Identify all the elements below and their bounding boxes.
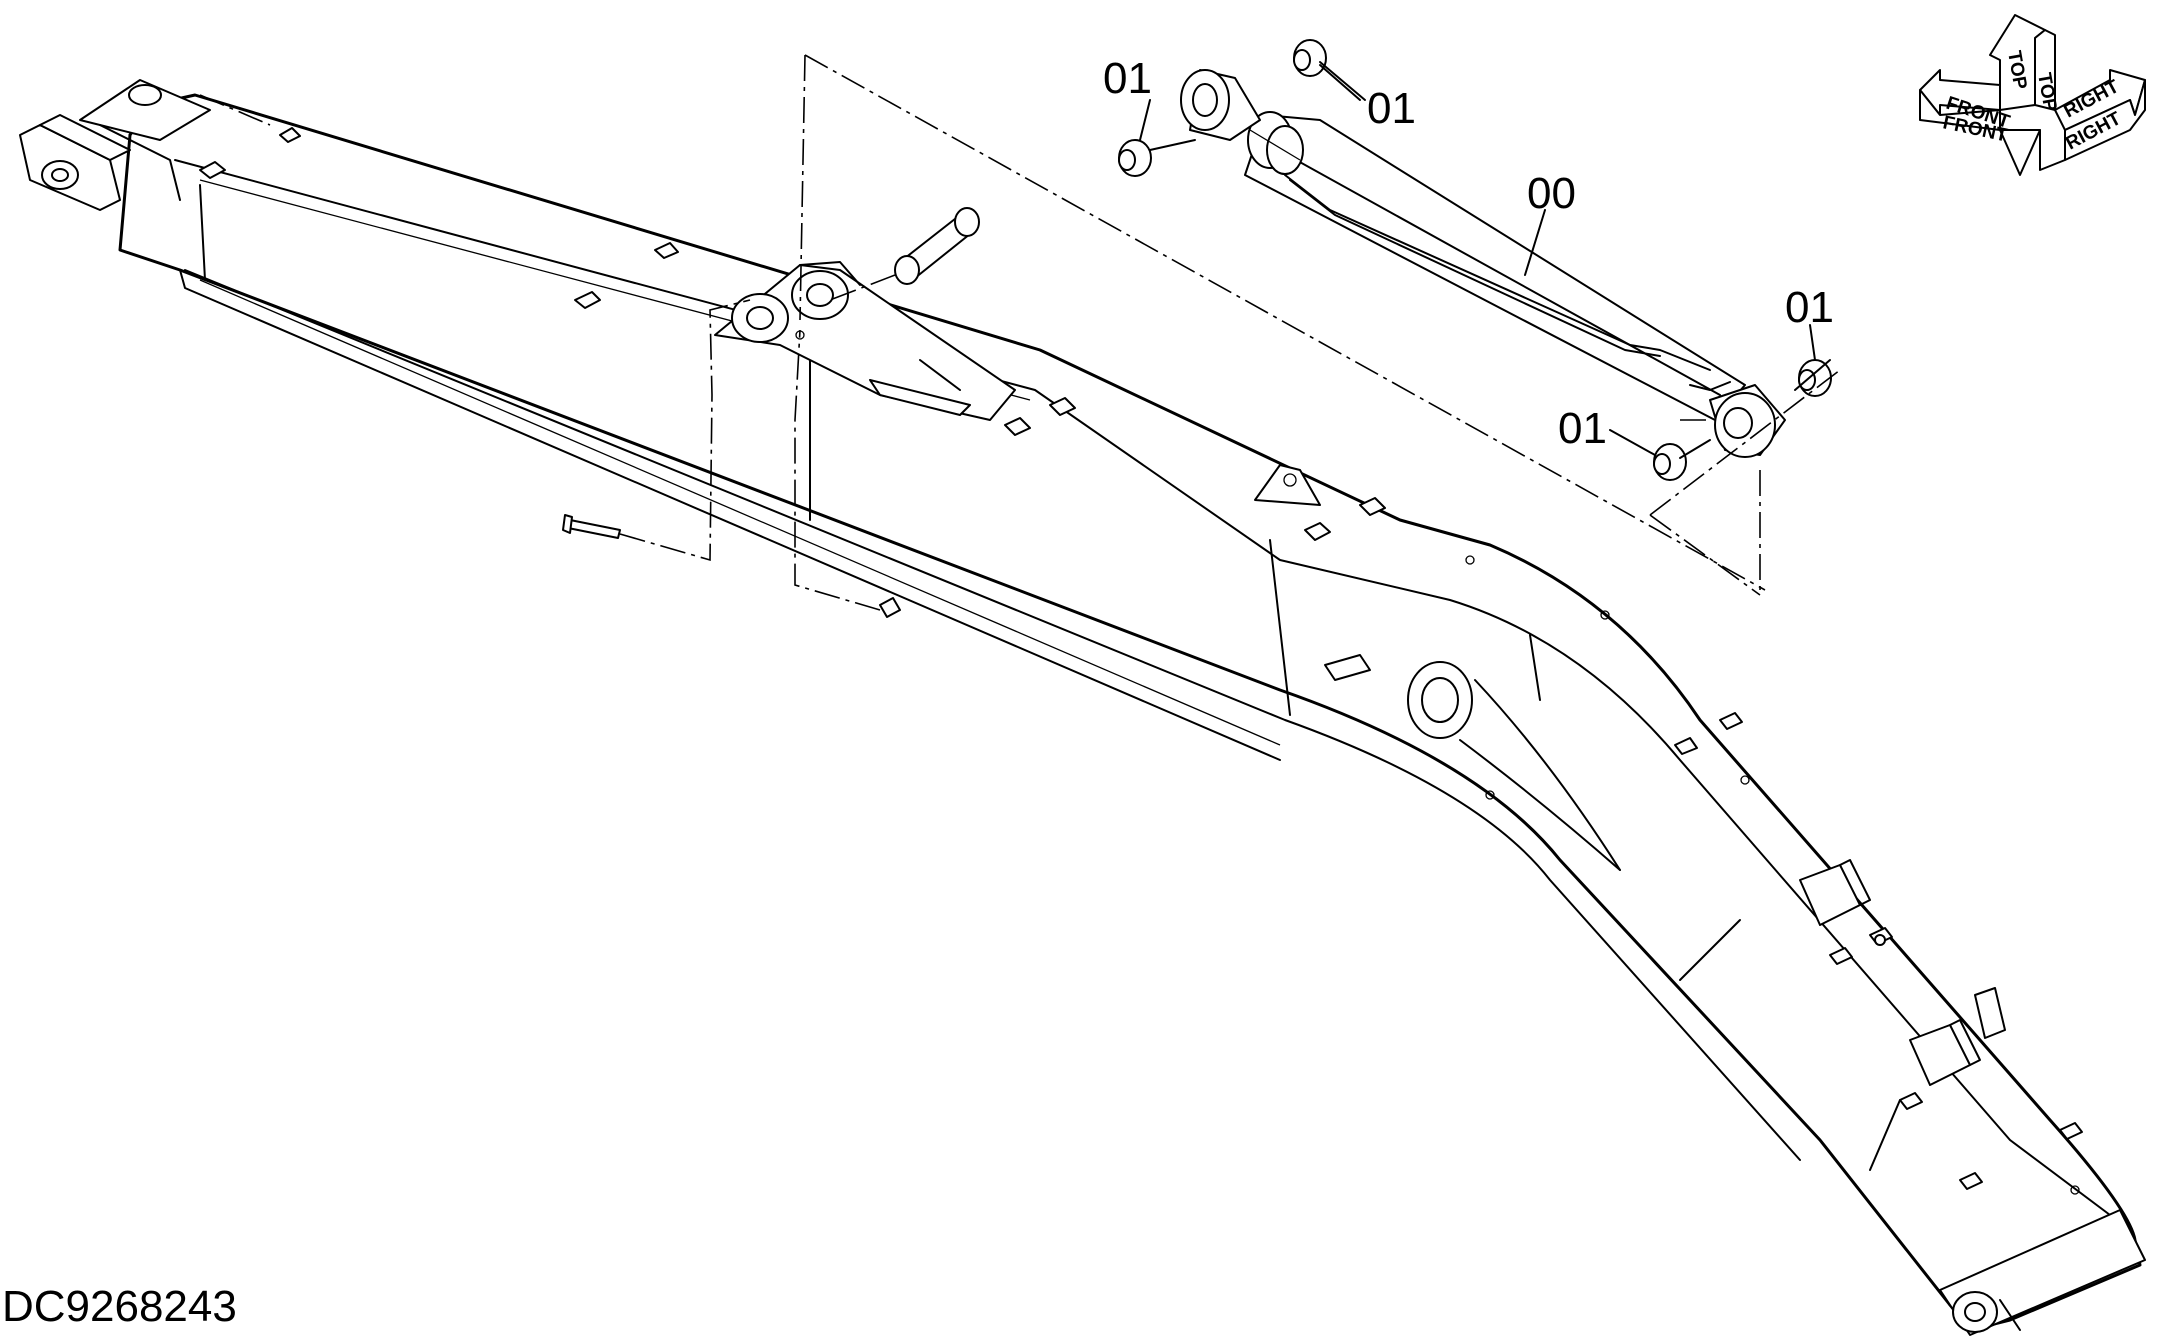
boom [19, 79, 2146, 1336]
boom-cylinder-pin [829, 207, 980, 301]
callout-01-right-upper: 01 [1785, 283, 1834, 332]
reference-lines [799, 54, 1841, 596]
orientation-indicator: FRONT FRONT TOP TOP RIGHT RIGHT [1919, 14, 2146, 176]
leader-lines [1139, 64, 1816, 456]
drawing-id: DC9268243 [2, 1282, 237, 1331]
nut [794, 329, 901, 618]
callout-01-right-lower: 01 [1558, 404, 1607, 453]
bushing-parts [1118, 39, 1832, 481]
callout-00-cylinder: 00 [1527, 169, 1576, 218]
bolt [562, 299, 751, 562]
boom-cylinder [1180, 69, 1786, 458]
orientation-top: TOP [2033, 71, 2060, 113]
callout-01-top-left: 01 [1103, 54, 1152, 103]
callout-01-top-right: 01 [1367, 84, 1416, 133]
